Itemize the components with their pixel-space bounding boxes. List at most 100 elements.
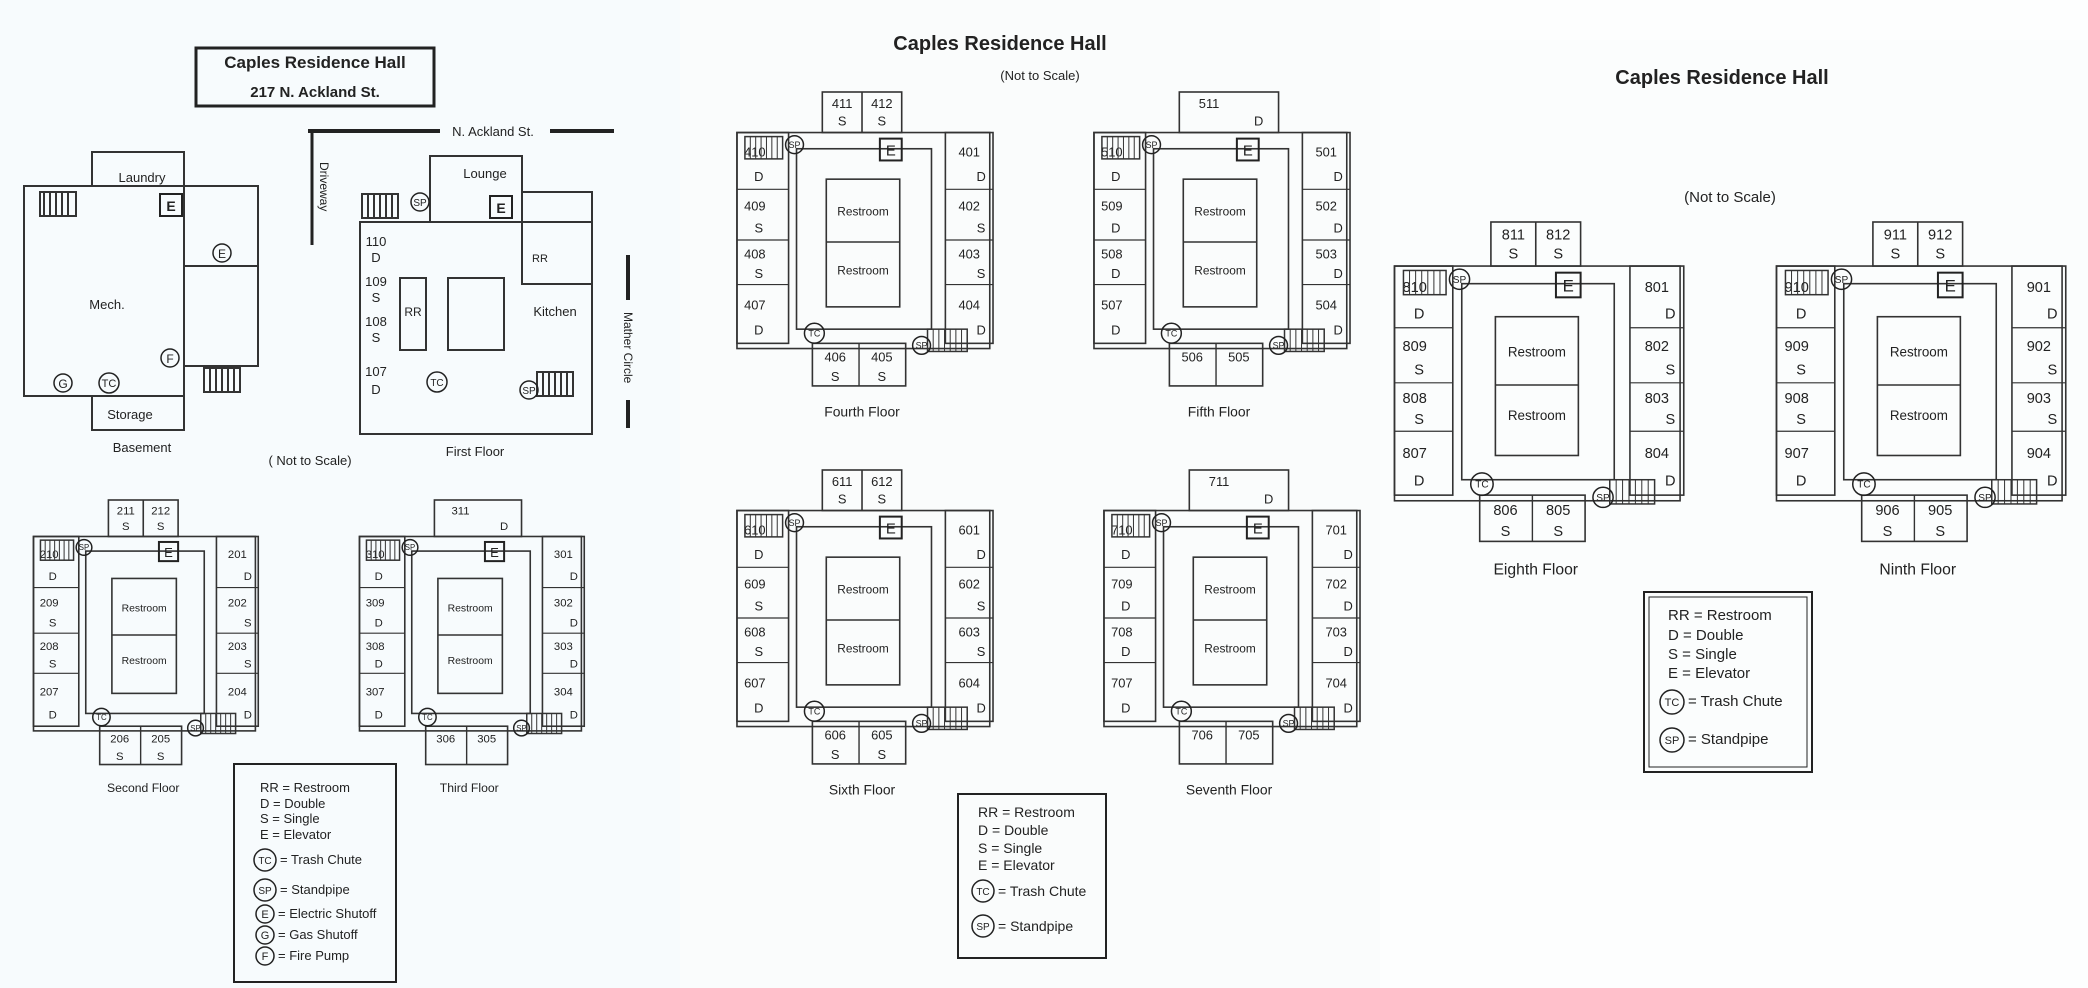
mid-legend-standpipe-sym: SP [976,922,990,933]
gas-shutoff-icon [53,373,73,393]
floor-6-stairs-se [926,706,968,731]
floor-8-elevator-icon [1554,271,1582,299]
floor-7-room-711-type: D [1264,491,1273,506]
floor-3-standpipe-top-letter: SP [405,543,415,552]
floor-6-room-606-type: S [831,747,840,762]
floor-3-room-303-type: D [570,658,578,670]
mid-legend-trash-icon [971,879,995,903]
floor-3-room-304-number: 304 [554,687,573,699]
floor-4-room-406-number: 406 [824,350,846,365]
floor-8-room-807-type: D [1414,474,1425,490]
floor-4-room-410-type: D [754,169,763,184]
floor-2-elevator-icon [157,540,180,563]
floor-6-room-607-number: 607 [744,675,766,690]
floor-2-trash-chute-icon [91,707,111,727]
floor-3-right-wing [541,535,586,728]
legend-electric-icon [255,904,275,924]
floor-5-stairs-nw [1101,135,1141,160]
floor-8-elevator-letter: E [1563,277,1574,296]
floor-2-standpipe-top-letter: SP [79,543,89,552]
gas-shutoff-letter: G [58,377,67,391]
legend-rr: RR = Restroom [260,780,350,795]
floor-3-standpipe-top-icon [401,538,419,557]
floor-7-room-709-number: 709 [1111,577,1133,592]
floor-6-right-wing [944,509,994,723]
right-legend-e: E = Elevator [1668,665,1750,682]
electric-shutoff-icon [212,243,232,263]
floor-4-room-401-type: D [976,169,985,184]
floor-6-room-604-type: D [976,701,985,716]
floor-9-room-905-type: S [1935,524,1945,540]
legend-electric-sym: E [261,909,268,921]
right-legend-tc: = Trash Chute [1688,693,1783,710]
side-room [183,265,259,367]
floor-3-room-305-number: 305 [477,734,496,746]
floor-8-room-811-number: 811 [1502,228,1525,244]
ff-room-107-type: D [371,382,380,397]
floor-7-standpipe-bottom-icon [1278,713,1299,734]
ff-room-109-type: S [372,290,381,305]
floor-5-trash-chute-icon [1160,322,1183,344]
floor-9-room-908-number: 908 [1785,391,1809,407]
floor-3-restroom-label-1: Restroom [448,603,493,614]
floor-6-stairs-nw [744,513,784,538]
floor-8-room-803-type: S [1665,412,1675,428]
floor-5-room-503-type: D [1333,266,1342,281]
floor-5-standpipe-bottom-letter: SP [1273,341,1285,351]
floor-9-room-909-type: S [1796,363,1806,379]
floor-4-room-402-type: S [977,220,986,235]
floor-9-standpipe-bottom-icon [1974,486,1996,509]
ff-elevator-letter: E [496,200,505,216]
legend-d: D = Double [260,796,325,811]
floor-2-room-202-number: 202 [228,598,247,610]
floor-5-caption: Fifth Floor [1188,403,1251,419]
floor-3-room-302-type: D [570,617,578,629]
floor-7-room-705-number: 705 [1238,728,1260,743]
floor-9-standpipe-top-letter: SP [1835,275,1849,286]
floor-8-room-802-number: 802 [1645,339,1669,355]
floor-3-left-wing [358,535,406,728]
floor-4-room-406-type: S [831,369,840,384]
floor-5-elevator-letter: E [1243,143,1253,159]
floor-8-standpipe-bottom-letter: SP [1596,493,1610,504]
floor-7-room-701-type: D [1343,547,1352,562]
floor-4-room-409-number: 409 [744,199,766,214]
floor-5-room-508-type: D [1111,266,1120,281]
floor-4-elevator-letter: E [886,143,896,159]
floor-3-room-308-type: D [375,658,383,670]
floor-2-room-207-number: 207 [40,687,59,699]
floor-2-room-203-number: 203 [228,641,247,653]
floor-5-elevator-icon [1235,137,1260,162]
floor-4-room-403-type: S [977,266,986,281]
floor-3-corridor [410,550,532,715]
floor-9-room-905-number: 905 [1928,503,1952,519]
floor-5-room-509-number: 509 [1101,199,1123,214]
kitchen-room [521,191,593,285]
floor-8-corridor [1460,282,1616,481]
floor-3-trash-chute-letter: TC [422,713,433,722]
floor-3-restroom-block [437,577,504,695]
floor-8-room-805-number: 805 [1546,503,1570,519]
floor-4-room-410-number: 410 [744,144,766,159]
floor-3-room-309-type: D [375,617,383,629]
right-legend-standpipe-icon [1659,727,1685,753]
floor-6-trash-chute-icon [803,700,826,722]
floor-6-room-603-type: S [977,644,986,659]
mid-legend-rr: RR = Restroom [978,804,1075,820]
floor-8-room-812-type: S [1553,246,1563,262]
floor-9-room-906-type: S [1883,524,1893,540]
ff-standpipe-letter: SP [413,198,427,209]
floor-4-room-407-type: D [754,323,763,338]
floor-9-room-906-number: 906 [1875,503,1899,519]
floor-7-room-706-number: 706 [1191,728,1213,743]
lounge-room [429,155,523,223]
floor-7-room-702-type: D [1343,598,1352,613]
floor-6-room-601-type: D [976,547,985,562]
floor-4-plan: 411S412S410D409S408S407D401D402S403S404D… [736,91,994,419]
floor-2-room-211-number: 211 [117,506,135,518]
floor-9-restroom-block [1876,315,1962,457]
floor-2-room-206-type: S [116,751,124,763]
floor-7-standpipe-bottom-letter: SP [1283,719,1295,729]
title-box-line2: 217 N. Ackland St. [250,84,380,101]
